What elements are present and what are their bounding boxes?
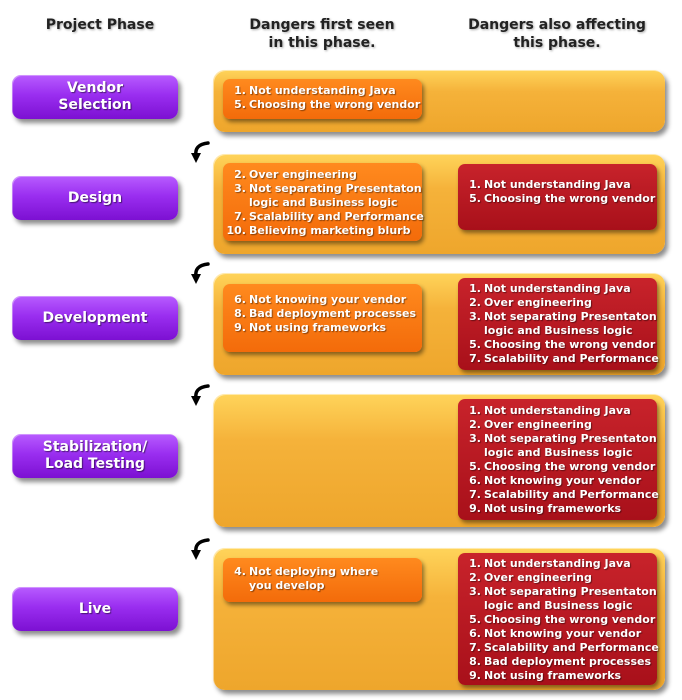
curved-down-arrow-icon — [191, 538, 210, 560]
first-seen-box-development: 6.Not knowing your vendor 8.Bad deployme… — [223, 284, 422, 352]
header-dangers-also-line1: Dangers also affecting — [468, 17, 646, 33]
phase-stabilization-load-testing: Stabilization/ Load Testing — [12, 434, 178, 478]
also-affecting-box-live: 1.Not understanding Java 2.Over engineer… — [458, 553, 659, 685]
danger-item: 1.Not understanding Java — [469, 282, 631, 295]
curved-down-arrow-icon — [191, 141, 210, 163]
danger-item: 8.Bad deployment processes — [234, 307, 416, 320]
danger-item: 1.Not understanding Java — [234, 84, 396, 97]
phase-label: Development — [42, 309, 148, 326]
danger-item: 7.Scalability and Performance — [234, 210, 424, 223]
first-seen-box-vendor-selection: 1.Not understanding Java 5.Choosing the … — [223, 79, 422, 119]
danger-item: 3.Not separating Presentaton — [469, 585, 657, 598]
curved-down-arrow-icon — [191, 384, 210, 406]
danger-item: 3.Not separating Presentaton — [469, 310, 657, 323]
danger-item: 5.Choosing the wrong vendor — [234, 98, 421, 111]
phase-label: Load Testing — [45, 456, 145, 472]
danger-item-continued: logic and Business logic — [484, 324, 633, 337]
header-project-phase: Project Phase — [30, 16, 170, 34]
danger-item: 10.Believing marketing blurb — [226, 224, 411, 237]
danger-item: 1.Not understanding Java — [469, 178, 631, 191]
header-dangers-first: Dangers first seen in this phase. — [232, 16, 412, 52]
danger-item-continued: logic and Business logic — [484, 446, 633, 459]
danger-item: 5.Choosing the wrong vendor — [469, 613, 656, 626]
header-dangers-also-line2: this phase. — [513, 35, 601, 51]
danger-item: 7.Scalability and Performance — [469, 352, 659, 365]
danger-item: 9.Not using frameworks — [234, 321, 387, 334]
danger-item: 1.Not understanding Java — [469, 557, 631, 570]
curved-down-arrow-icon — [191, 262, 210, 284]
also-affecting-box-development: 1.Not understanding Java 2.Over engineer… — [458, 278, 659, 370]
danger-item: 4.Not deploying where — [234, 565, 379, 578]
header-dangers-also: Dangers also affecting this phase. — [452, 16, 662, 52]
danger-item-continued: logic and Business logic — [249, 196, 398, 209]
danger-item: 6.Not knowing your vendor — [469, 627, 642, 640]
danger-item: 8.Bad deployment processes — [469, 655, 651, 668]
phase-design: Design — [12, 176, 178, 220]
header-project-phase-text: Project Phase — [45, 17, 155, 33]
danger-item-continued: logic and Business logic — [484, 599, 633, 612]
danger-item: 1.Not understanding Java — [469, 404, 631, 417]
danger-item: 7.Scalability and Performance — [469, 641, 659, 654]
danger-item: 2.Over engineering — [469, 571, 592, 584]
phase-label: Stabilization/ — [42, 439, 148, 455]
header-dangers-first-line2: in this phase. — [268, 35, 376, 51]
danger-item: 9.Not using frameworks — [469, 669, 622, 682]
phase-vendor-selection: Vendor Selection — [12, 75, 178, 119]
phase-label: Live — [78, 600, 112, 617]
danger-item: 3.Not separating Presentaton — [234, 182, 422, 195]
danger-item: 5.Choosing the wrong vendor — [469, 338, 656, 351]
danger-item: 7.Scalability and Performance — [469, 488, 659, 501]
danger-item: 3.Not separating Presentaton — [469, 432, 657, 445]
danger-item: 2.Over engineering — [469, 418, 592, 431]
danger-item: 6.Not knowing your vendor — [469, 474, 642, 487]
also-affecting-box-design: 1.Not understanding Java 5.Choosing the … — [458, 164, 657, 230]
danger-item: 9.Not using frameworks — [469, 502, 622, 515]
danger-item: 2.Over engineering — [469, 296, 592, 309]
danger-item: 5.Choosing the wrong vendor — [469, 460, 656, 473]
header-dangers-first-line1: Dangers first seen — [249, 17, 395, 33]
first-seen-box-design: 2.Over engineering 3.Not separating Pres… — [223, 163, 424, 241]
phase-label: Vendor — [66, 80, 124, 96]
also-affecting-box-stabilization: 1.Not understanding Java 2.Over engineer… — [458, 399, 659, 520]
danger-item: 5.Choosing the wrong vendor — [469, 192, 656, 205]
danger-item: 6.Not knowing your vendor — [234, 293, 407, 306]
phase-live: Live — [12, 587, 178, 631]
phase-label: Selection — [58, 97, 132, 113]
phase-label: Design — [67, 189, 123, 206]
phase-development: Development — [12, 296, 178, 340]
first-seen-box-live: 4.Not deploying where you develop — [223, 558, 422, 602]
danger-item: 2.Over engineering — [234, 168, 357, 181]
danger-item-continued: you develop — [249, 579, 325, 592]
